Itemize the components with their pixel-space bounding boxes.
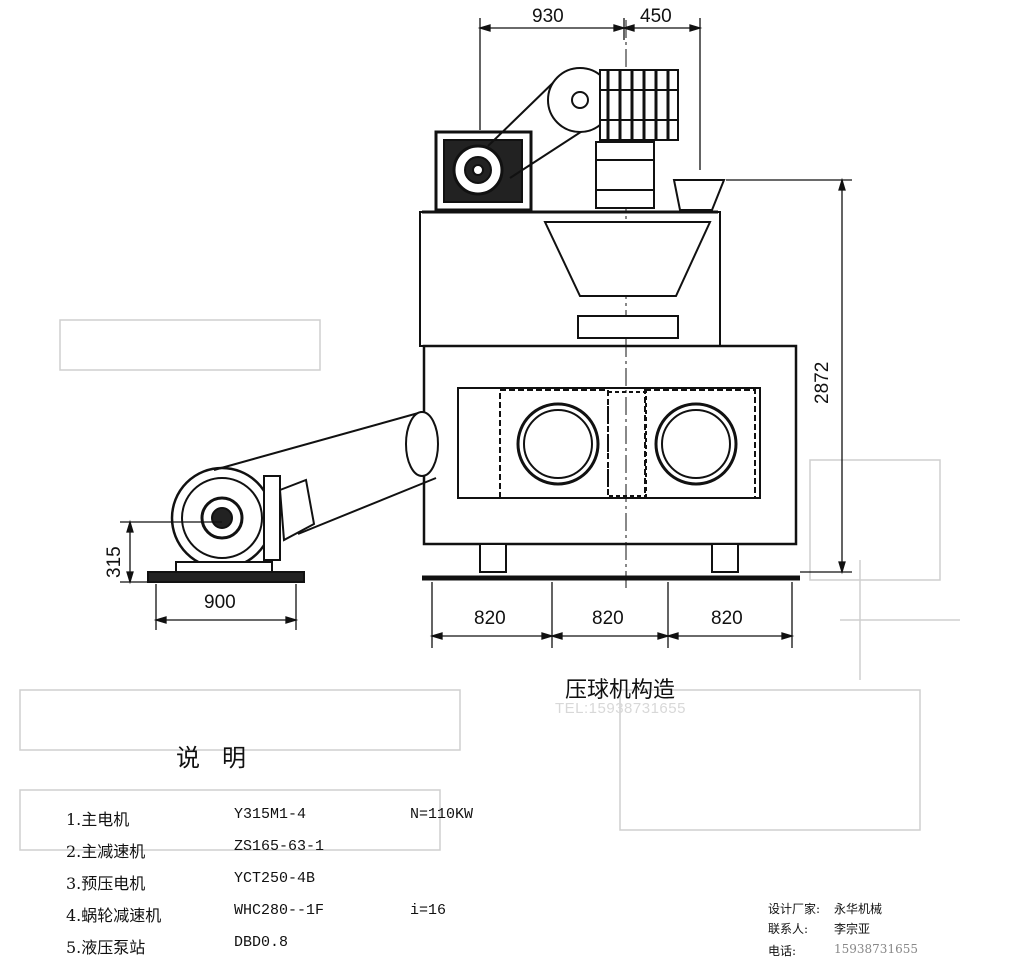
legend-item: 1.主电机 Y315M1-4 N=110KW — [66, 806, 473, 836]
legend-item-param: N=110KW — [410, 806, 474, 823]
legend-heading: 说明 — [176, 744, 268, 772]
legend-item: 4.蜗轮减速机 WHC280--1F i=16 — [66, 902, 446, 932]
drawing-title: 压球机构造 — [565, 678, 676, 703]
dim-base-1: 820 — [474, 608, 506, 629]
legend-item: 3.预压电机 YCT250-4B — [66, 870, 410, 900]
main-body — [422, 344, 798, 546]
support-feet — [422, 543, 800, 581]
motor-height-dimension — [120, 519, 222, 585]
legend-item-name: 3.预压电机 — [66, 874, 146, 893]
top-dimension-lines — [477, 18, 703, 170]
right-roller — [644, 389, 756, 499]
contact-phone-label: 电话: — [768, 944, 797, 958]
legend-item-name: 4.蜗轮减速机 — [66, 906, 162, 925]
legend-item: 5.液压泵站 DBD0.8 — [66, 934, 410, 964]
contact-phone: 电话: 15938731655 — [768, 942, 918, 959]
dim-base-3: 820 — [711, 608, 743, 629]
dim-top-left: 930 — [532, 6, 564, 27]
legend-item-model: YCT250-4B — [234, 870, 316, 887]
legend-item-model: DBD0.8 — [234, 934, 289, 951]
hopper — [543, 221, 712, 339]
background-ghost-drawing — [19, 319, 960, 851]
legend-item-param: i=16 — [410, 902, 447, 919]
shaft-housing — [595, 141, 655, 209]
top-belt — [487, 67, 613, 179]
contact-designer-label: 设计厂家: — [768, 902, 821, 916]
contact-designer-value: 永华机械 — [834, 902, 883, 916]
contact-phone-value: 15938731655 — [834, 942, 918, 956]
dim-motor-height: 315 — [104, 546, 125, 578]
height-dimension — [726, 177, 852, 575]
lower-belt — [213, 411, 439, 535]
lower-motor — [147, 466, 316, 583]
inlet-chute — [672, 179, 726, 211]
left-roller — [499, 389, 609, 499]
legend-item-model: WHC280--1F — [234, 902, 325, 919]
legend-item: 2.主减速机 ZS165-63-1 — [66, 838, 410, 868]
motor-base-dimension — [153, 584, 299, 630]
legend-item-model: ZS165-63-1 — [234, 838, 325, 855]
contact-person-value: 李宗亚 — [834, 922, 871, 936]
base-dimensions — [429, 582, 795, 648]
dim-top-right: 450 — [640, 6, 672, 27]
dim-motor-base: 900 — [204, 592, 236, 613]
legend-item-name: 5.液压泵站 — [66, 938, 146, 957]
contact-person-label: 联系人: — [768, 922, 809, 936]
dim-base-2: 820 — [592, 608, 624, 629]
contact-designer: 设计厂家: 永华机械 — [768, 900, 882, 917]
legend-item-name: 2.主减速机 — [66, 842, 146, 861]
top-motor — [434, 130, 533, 212]
dim-height-total: 2872 — [812, 361, 833, 404]
top-reducer — [599, 69, 679, 141]
legend-item-name: 1.主电机 — [66, 810, 130, 829]
watermark-phone: TEL:15938731655 — [555, 700, 686, 717]
contact-person: 联系人: 李宗亚 — [768, 920, 870, 937]
legend-item-model: Y315M1-4 — [234, 806, 307, 823]
